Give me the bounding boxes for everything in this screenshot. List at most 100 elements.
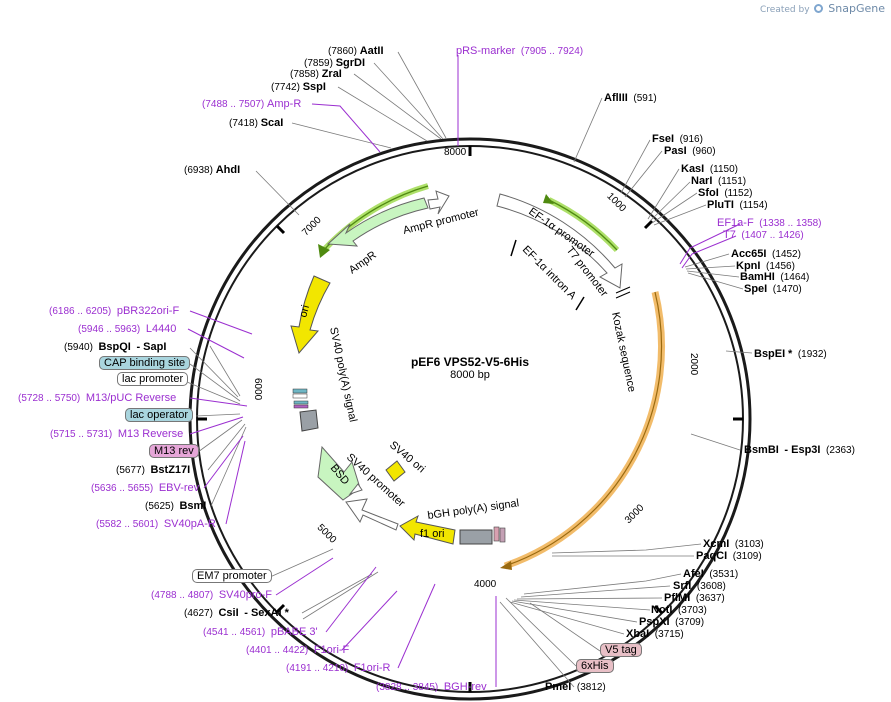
label-spei[interactable]: SpeI (1470) bbox=[744, 283, 802, 295]
label-m13-puc-reverse-primer[interactable]: (5728 .. 5750) M13/pUC Reverse bbox=[18, 392, 177, 404]
tick-3000: 3000 bbox=[623, 502, 647, 526]
label-pluti[interactable]: PluTI (1154) bbox=[707, 199, 768, 211]
label-fsei[interactable]: FseI (916) bbox=[652, 133, 703, 145]
t7-marker bbox=[575, 296, 585, 311]
leader-lines bbox=[186, 51, 753, 688]
sv40-polya-block bbox=[299, 409, 319, 432]
label-v5-tag[interactable]: V5 tag bbox=[600, 643, 642, 657]
label-noti[interactable]: NotI (3703) bbox=[651, 604, 707, 616]
label-pbr322ori-f-primer[interactable]: (6186 .. 6205) pBR322ori-F bbox=[49, 305, 180, 317]
label-bgh-rev-primer[interactable]: (3828 .. 3845) BGH-rev bbox=[376, 681, 487, 693]
label-nari[interactable]: NarI (1151) bbox=[691, 175, 747, 187]
label-bamhi[interactable]: BamHI (1464) bbox=[740, 271, 810, 283]
label-acc65i[interactable]: Acc65I (1452) bbox=[731, 248, 801, 260]
label-sspi[interactable]: (7742) SspI bbox=[271, 81, 326, 93]
label-t7-primer[interactable]: T7 (1407 .. 1426) bbox=[723, 229, 804, 241]
label-afliii[interactable]: AflIII (591) bbox=[604, 92, 657, 104]
label-em7-promoter[interactable]: EM7 promoter bbox=[192, 569, 272, 583]
label-prs-marker[interactable]: pRS-marker (7905 .. 7924) bbox=[456, 45, 584, 57]
label-f1ori-f-primer[interactable]: (4401 .. 4422) F1ori-F bbox=[246, 644, 350, 656]
label-bspei[interactable]: BspEI * (1932) bbox=[754, 348, 827, 360]
ef1a-promoter-arrow bbox=[496, 193, 623, 289]
orf-arc bbox=[503, 291, 665, 570]
label-ahdi[interactable]: (6938) AhdI bbox=[184, 164, 241, 176]
cap-site-marker bbox=[292, 388, 308, 394]
tick-2000: 2000 bbox=[688, 353, 699, 376]
label-ef1a-f-primer[interactable]: EF1a-F (1338 .. 1358) bbox=[717, 217, 822, 229]
label-scai[interactable]: (7418) ScaI bbox=[229, 117, 284, 129]
label-csii[interactable]: (4627) CsiI - SexAI * bbox=[184, 607, 289, 619]
label-cap-binding-site[interactable]: CAP binding site bbox=[99, 356, 191, 370]
kozak-marker-1 bbox=[615, 286, 631, 294]
label-sgrdi[interactable]: (7859) SgrDI bbox=[304, 57, 366, 69]
plasmid-name: pEF6 VPS52-V5-6His bbox=[410, 355, 530, 369]
label-amp-r-primer[interactable]: (7488 .. 7507) Amp-R bbox=[202, 98, 302, 110]
m13rev-marker bbox=[293, 404, 309, 409]
snapgene-logo-icon bbox=[814, 4, 824, 13]
label-lac-promoter[interactable]: lac promoter bbox=[117, 372, 189, 386]
label-sfoi[interactable]: SfoI (1152) bbox=[698, 187, 753, 199]
brand-name: SnapGene bbox=[828, 2, 885, 15]
ampr-promoter-arrow bbox=[427, 190, 450, 215]
created-by-text: Created by bbox=[760, 5, 810, 15]
label-pflmi[interactable]: PflMI (3637) bbox=[664, 592, 725, 604]
ampr-arrowhead bbox=[318, 244, 330, 258]
label-kasi[interactable]: KasI (1150) bbox=[681, 163, 738, 175]
label-m13-reverse-primer[interactable]: (5715 .. 5731) M13 Reverse bbox=[50, 428, 184, 440]
label-f1ori-r-primer[interactable]: (4191 .. 4210) F1ori-R bbox=[286, 662, 391, 674]
label-ebv-rev-primer[interactable]: (5636 .. 5655) EBV-rev bbox=[91, 482, 200, 494]
lac-operator-marker bbox=[293, 400, 309, 405]
his-marker bbox=[499, 527, 506, 543]
label-aatii[interactable]: (7860) AatII bbox=[328, 45, 384, 57]
bgh-polya-block bbox=[459, 529, 493, 545]
sv40-ori-block bbox=[385, 460, 406, 482]
sv40-promoter-arrow bbox=[345, 498, 399, 531]
ef1a-highlight-core bbox=[548, 199, 618, 251]
label-sv40pa-r-primer[interactable]: (5582 .. 5601) SV40pA-R bbox=[96, 518, 216, 530]
f1-ori-arrow bbox=[399, 514, 456, 545]
feature-ori: ori bbox=[297, 304, 312, 319]
ampr-arrow bbox=[326, 197, 429, 247]
label-pmei[interactable]: PmeI (3812) bbox=[545, 681, 606, 693]
tick-5000: 5000 bbox=[315, 522, 339, 546]
v5-marker bbox=[493, 526, 500, 542]
label-bsmi[interactable]: (5625) BsmI bbox=[145, 500, 207, 512]
tick-8000: 8000 bbox=[444, 147, 467, 158]
kozak-marker-2 bbox=[615, 291, 631, 299]
label-m13-rev[interactable]: M13 rev bbox=[149, 444, 199, 458]
label-pasi[interactable]: PasI (960) bbox=[664, 145, 716, 157]
label-pbabe3-primer[interactable]: (4541 .. 4561) pBABE 3' bbox=[203, 626, 318, 638]
primer-markers bbox=[187, 55, 741, 687]
label-kpni[interactable]: KpnI (1456) bbox=[736, 260, 795, 272]
orf-arrowhead bbox=[500, 561, 512, 570]
label-l4440-primer[interactable]: (5946 .. 5963) L4440 bbox=[78, 323, 177, 335]
label-sv40pro-f-primer[interactable]: (4788 .. 4807) SV40pro-F bbox=[151, 589, 273, 601]
label-xcmi[interactable]: XcmI (3103) bbox=[703, 538, 764, 550]
label-bstz17i[interactable]: (5677) BstZ17I bbox=[116, 464, 191, 476]
label-zrai[interactable]: (7858) ZraI bbox=[290, 68, 342, 80]
feature-bgh-polya: bGH poly(A) signal bbox=[427, 497, 520, 522]
feature-ampr: AmpR bbox=[347, 249, 379, 276]
brand-watermark: Created by SnapGene bbox=[760, 2, 885, 15]
label-6xhis[interactable]: 6xHis bbox=[576, 659, 614, 673]
tick-4000: 4000 bbox=[474, 579, 497, 590]
ef1a-arrowhead bbox=[543, 194, 554, 204]
tick-6000: 6000 bbox=[252, 378, 263, 401]
ori-arrow bbox=[290, 275, 331, 355]
ef1a-intron-marker bbox=[510, 239, 517, 257]
label-bsmbi[interactable]: BsmBI - Esp3I (2363) bbox=[744, 444, 855, 456]
label-afei[interactable]: AfeI (3531) bbox=[683, 568, 739, 580]
label-bspqi[interactable]: (5940) BspQI - SapI bbox=[64, 341, 167, 353]
label-paqci[interactable]: PaqCI (3109) bbox=[696, 550, 762, 562]
label-srfi[interactable]: SrfI (3608) bbox=[673, 580, 726, 592]
em7-arrow bbox=[348, 483, 363, 496]
tick-7000: 7000 bbox=[300, 214, 324, 238]
feature-sv40-polya: SV40 poly(A) signal bbox=[327, 326, 359, 423]
label-xbai[interactable]: XbaI (3715) bbox=[626, 628, 684, 640]
label-pspxi[interactable]: PspXI (3709) bbox=[639, 616, 705, 628]
label-lac-operator[interactable]: lac operator bbox=[125, 408, 194, 422]
feature-kozak: Kozak sequence bbox=[609, 311, 638, 393]
tick-marks bbox=[197, 146, 743, 692]
orf-arc-core bbox=[504, 291, 663, 567]
